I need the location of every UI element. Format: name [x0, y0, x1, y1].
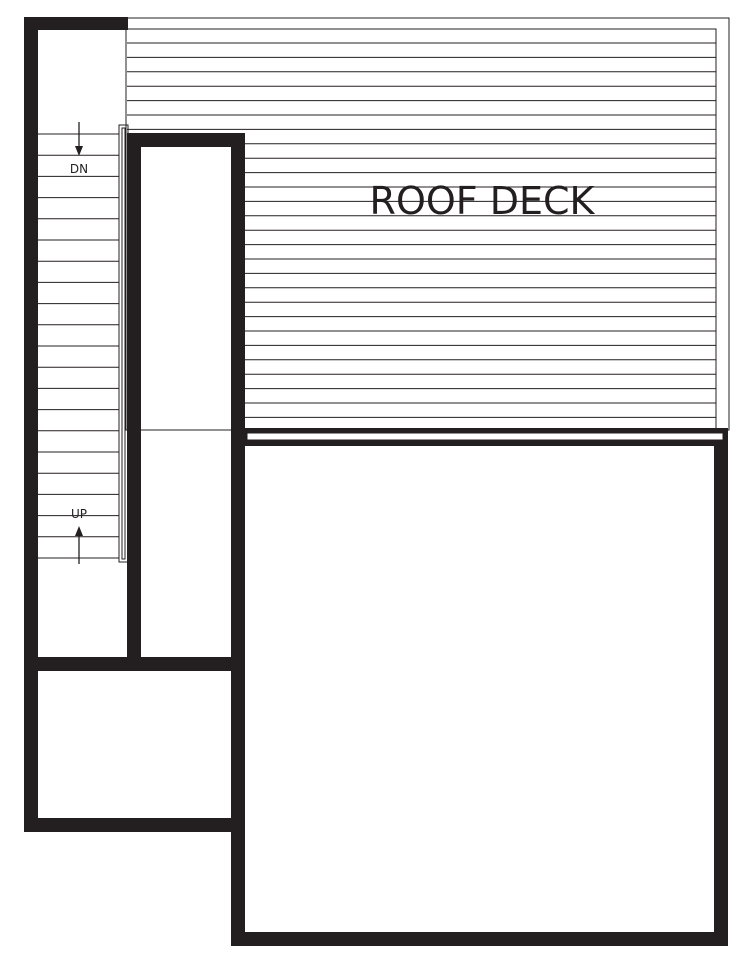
wall-big-room-left	[231, 428, 245, 946]
stair-handrail-outer	[118, 124, 129, 563]
wall-core-top	[127, 133, 245, 147]
wall-left-outer	[24, 17, 38, 832]
wall-small-room-bottom	[24, 818, 245, 832]
wall-core-left	[127, 133, 141, 671]
roof-deck-outer-border	[125, 17, 730, 431]
stair-handrail-inner	[121, 127, 126, 560]
stair-up-label: UP	[71, 507, 87, 521]
wall-stair-bottom	[24, 657, 245, 671]
deck-edge-strip	[246, 432, 724, 441]
wall-big-room-bottom	[231, 932, 728, 946]
roof-deck-boards	[127, 42, 716, 418]
walls	[24, 17, 728, 946]
wall-big-room-right	[714, 428, 728, 946]
roof-deck-label: ROOF DECK	[370, 179, 596, 223]
roof-deck: ROOF DECK	[125, 17, 730, 431]
stair-down-arrow	[75, 122, 83, 156]
stair-treads	[38, 133, 119, 559]
roof-deck-inner-border	[125, 28, 717, 431]
stair-up-arrow	[75, 526, 83, 564]
wall-top-stub	[24, 17, 128, 30]
stair-down-label: DN	[70, 162, 88, 176]
